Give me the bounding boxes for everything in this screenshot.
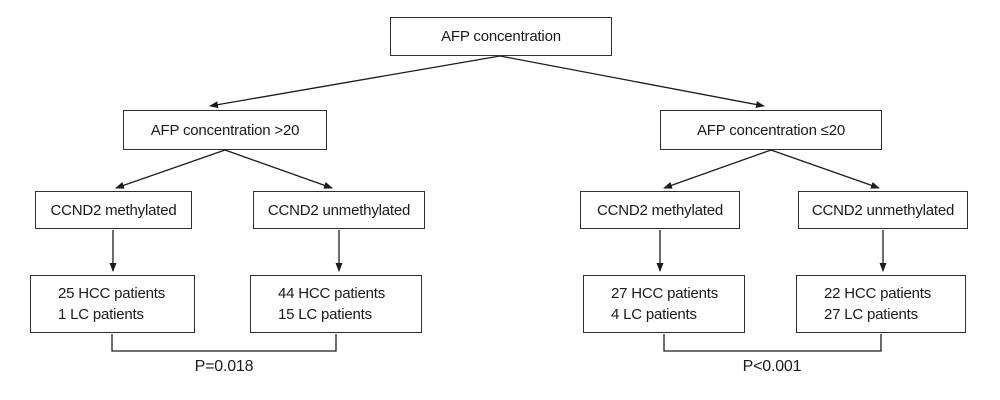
arrow-root-to-right-branch [499, 55, 765, 108]
p-value-left: P=0.018 [194, 358, 254, 375]
node-right-ccnd2-methylated: CCND2 methylated [580, 191, 740, 229]
hcc-count: 44 HCC patients [278, 285, 386, 302]
node-counts-left-unmethylated: 44 HCC patients 15 LC patients [250, 275, 422, 333]
node-left-ccnd2-methylated: CCND2 methylated [35, 191, 192, 229]
arrow-left-to-unmethylated [224, 149, 333, 189]
node-label: CCND2 methylated [596, 201, 723, 219]
node-counts-left-methylated: 25 HCC patients 1 LC patients [30, 275, 195, 333]
bracket-right-pvalue [663, 334, 882, 352]
node-label: AFP concentration [441, 28, 561, 45]
p-value-right: P<0.001 [742, 358, 802, 375]
hcc-count: 27 HCC patients [611, 285, 719, 302]
hcc-count: 25 HCC patients [58, 285, 166, 302]
node-label: CCND2 unmethylated [267, 201, 411, 219]
node-label: CCND2 methylated [50, 201, 177, 219]
node-afp-le20: AFP concentration ≤20 [660, 110, 882, 150]
arrow-right-to-methylated [663, 149, 772, 189]
node-right-ccnd2-unmethylated: CCND2 unmethylated [798, 191, 968, 229]
node-afp-concentration: AFP concentration [390, 17, 612, 56]
lc-count: 27 LC patients [824, 306, 918, 323]
node-label: AFP concentration >20 [150, 121, 300, 139]
lc-count: 4 LC patients [611, 306, 697, 323]
hcc-count: 22 HCC patients [824, 285, 932, 302]
node-counts-right-methylated: 27 HCC patients 4 LC patients [583, 275, 745, 333]
node-label: AFP concentration ≤20 [696, 121, 845, 139]
lc-count: 15 LC patients [278, 306, 372, 323]
bracket-left-pvalue [111, 334, 337, 352]
arrow-root-to-left-branch [209, 55, 501, 109]
node-label: CCND2 unmethylated [811, 201, 955, 219]
arrow-left-to-methylated [115, 149, 226, 189]
node-counts-right-unmethylated: 22 HCC patients 27 LC patients [796, 275, 966, 333]
node-afp-gt20: AFP concentration >20 [123, 110, 327, 150]
arrow-right-to-unmethylated [770, 149, 880, 189]
node-left-ccnd2-unmethylated: CCND2 unmethylated [253, 191, 425, 229]
lc-count: 1 LC patients [58, 306, 144, 323]
